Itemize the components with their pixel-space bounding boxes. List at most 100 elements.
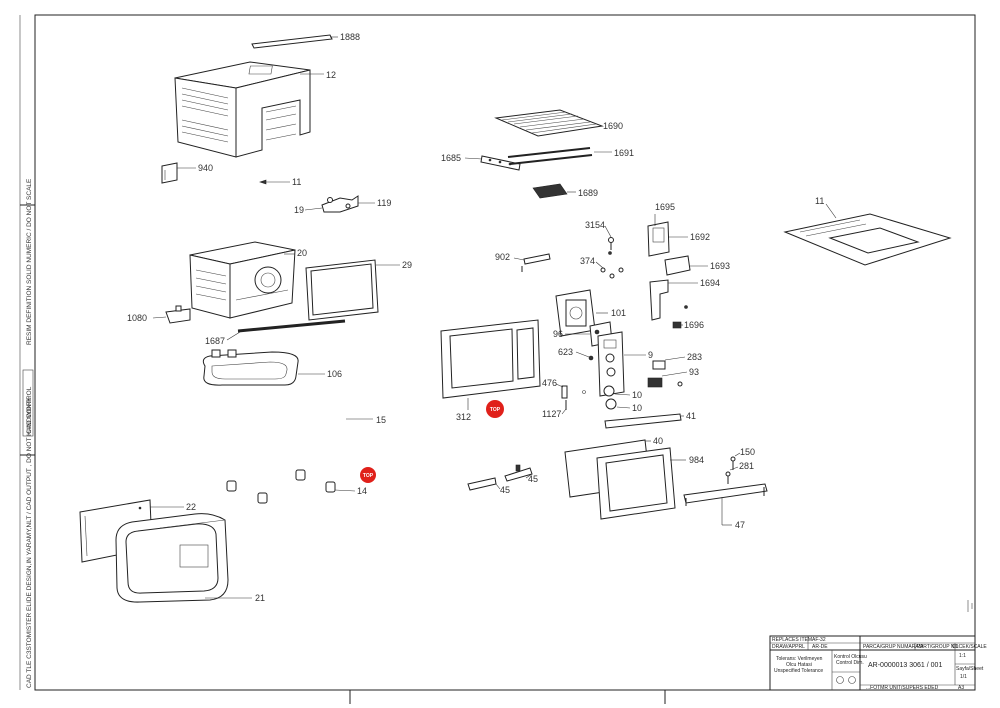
margin-notes: RESIM DEFINITION SOLID NUMERIC / DO NOT … [22,178,34,688]
callout-29: 29 [402,260,412,270]
callout-374: 374 [580,256,595,266]
callout-281: 281 [739,461,754,471]
part-476-pin [555,383,586,399]
callout-15: 15 [376,415,386,425]
part-1687-rod [226,319,346,341]
part-1888-strip [251,34,338,49]
callout-14: 14 [357,486,367,496]
part-45-hinges [467,464,533,491]
tb-part-group-tr: PARCA/GRUP NUMARASI [863,644,923,650]
part-1695-1692-bracket [647,214,688,257]
callout-1127: 1127 [542,409,561,419]
callout-1696: 1696 [684,320,704,330]
part-11-base-plate [783,203,952,266]
part-1691-heater-tubes [507,147,612,165]
top-marker-middle-label: TOP [490,407,501,413]
part-1080-bracket [152,305,191,324]
callout-119: 119 [377,198,391,208]
callout-1694: 1694 [700,278,720,288]
tb-scale-value: 1:1 [959,653,966,659]
part-283-93-switches [647,356,688,388]
top-marker-middle: TOP [486,400,504,418]
callout-1693: 1693 [710,261,730,271]
tb-replaces-label: REPLACES ITEM [772,637,812,643]
callout-623: 623 [558,347,573,357]
callout-47: 47 [735,520,745,530]
tb-tolerance-2: Olcu Hatasi [786,662,812,668]
part-47-handle [683,483,768,526]
tb-superseded: ...FOTMR UNIT/SUPERS EDED [866,685,939,691]
tb-sheet-label: Sayfa/Sheet [956,666,984,672]
tb-tolerance-1: Tolerans: Verilmeyen [776,656,823,662]
tb-sheet-value: 1/1 [960,674,967,680]
callout-93: 93 [689,367,699,377]
tb-draw-label: DRAW/APPRL [772,644,805,650]
callout-1687: 1687 [205,336,225,346]
callout-1692: 1692 [690,232,710,242]
tb-symbol-1 [836,676,844,684]
callout-283: 283 [687,352,702,362]
margin-bottom-text: CAD TLE C3STOMISTER ELIDE DESIGN,IN YARA… [26,397,33,688]
callout-106: 106 [327,369,342,379]
part-29-door-seal-frame [305,259,400,321]
callout-11-left: 11 [292,177,301,187]
part-21-outer-casing [115,513,252,603]
callout-1080: 1080 [127,313,147,323]
part-940-bracket [161,162,196,184]
tb-replaces-value: AF-32 [812,637,826,643]
arrow-11 [259,179,290,185]
callout-10-upper: 10 [632,390,642,400]
part-9-control-panel [597,331,646,397]
tb-control-2: Control Dim. [836,660,864,666]
tb-tolerance-3: Unspecified Tolerance [774,668,823,674]
part-150-281-screws [725,452,741,484]
margin-control-text: CAD CONTROL [26,386,33,434]
callout-101: 101 [611,308,626,318]
part-902-bracket [513,253,551,272]
callout-1691: 1691 [614,148,634,158]
callout-19: 19 [294,205,304,215]
part-1689-mesh-filter [532,183,576,199]
tb-part-group-en: PART/GROUP NO [917,644,959,650]
callout-1690: 1690 [603,121,623,131]
top-marker-left-label: TOP [363,473,374,479]
callout-45-left: 45 [500,485,510,495]
callout-labels: 1888 12 940 11 19 119 20 29 1080 1687 10… [127,32,824,603]
part-623-screw [575,351,594,361]
part-12-top-cover [174,61,324,158]
tb-format: A3 [958,685,964,691]
part-1694-duct [649,279,698,321]
part-10-knobs [603,385,631,410]
tb-part-number: AR-0000013 3061 / 001 [868,662,942,669]
callout-984: 984 [689,455,704,465]
part-41-door-bar [604,413,684,429]
callout-45-right: 45 [528,474,538,484]
cad-control-box [22,369,34,437]
callout-476: 476 [542,378,557,388]
callout-150: 150 [740,447,755,457]
callout-12: 12 [326,70,336,80]
callout-22: 22 [186,502,196,512]
callout-940: 940 [198,163,213,173]
drawing-frame [19,14,976,704]
part-14-feet [226,469,356,504]
tb-scale-label: OLCEK/SCALE [952,644,987,650]
tb-symbol-2 [848,676,856,684]
callout-1695: 1695 [655,202,675,212]
callout-40: 40 [653,436,663,446]
callout-21: 21 [255,593,265,603]
callout-3154: 3154 [585,220,605,230]
callout-20: 20 [297,248,307,258]
part-1127-screw [561,400,567,415]
part-3154-screw [604,225,614,250]
part-106-heater [202,349,325,386]
title-block: REPLACES ITEM AF-32 DRAW/APPRL AR-DE PAR… [769,635,987,691]
callout-10-lower: 10 [632,403,642,413]
callout-1685: 1685 [441,153,461,163]
callout-1689: 1689 [578,188,598,198]
tb-draw-value: AR-DE [812,644,828,650]
callout-902: 902 [495,252,510,262]
part-984-door [596,447,686,520]
top-marker-left: TOP [360,467,376,483]
callout-11-right: 11 [815,196,824,206]
